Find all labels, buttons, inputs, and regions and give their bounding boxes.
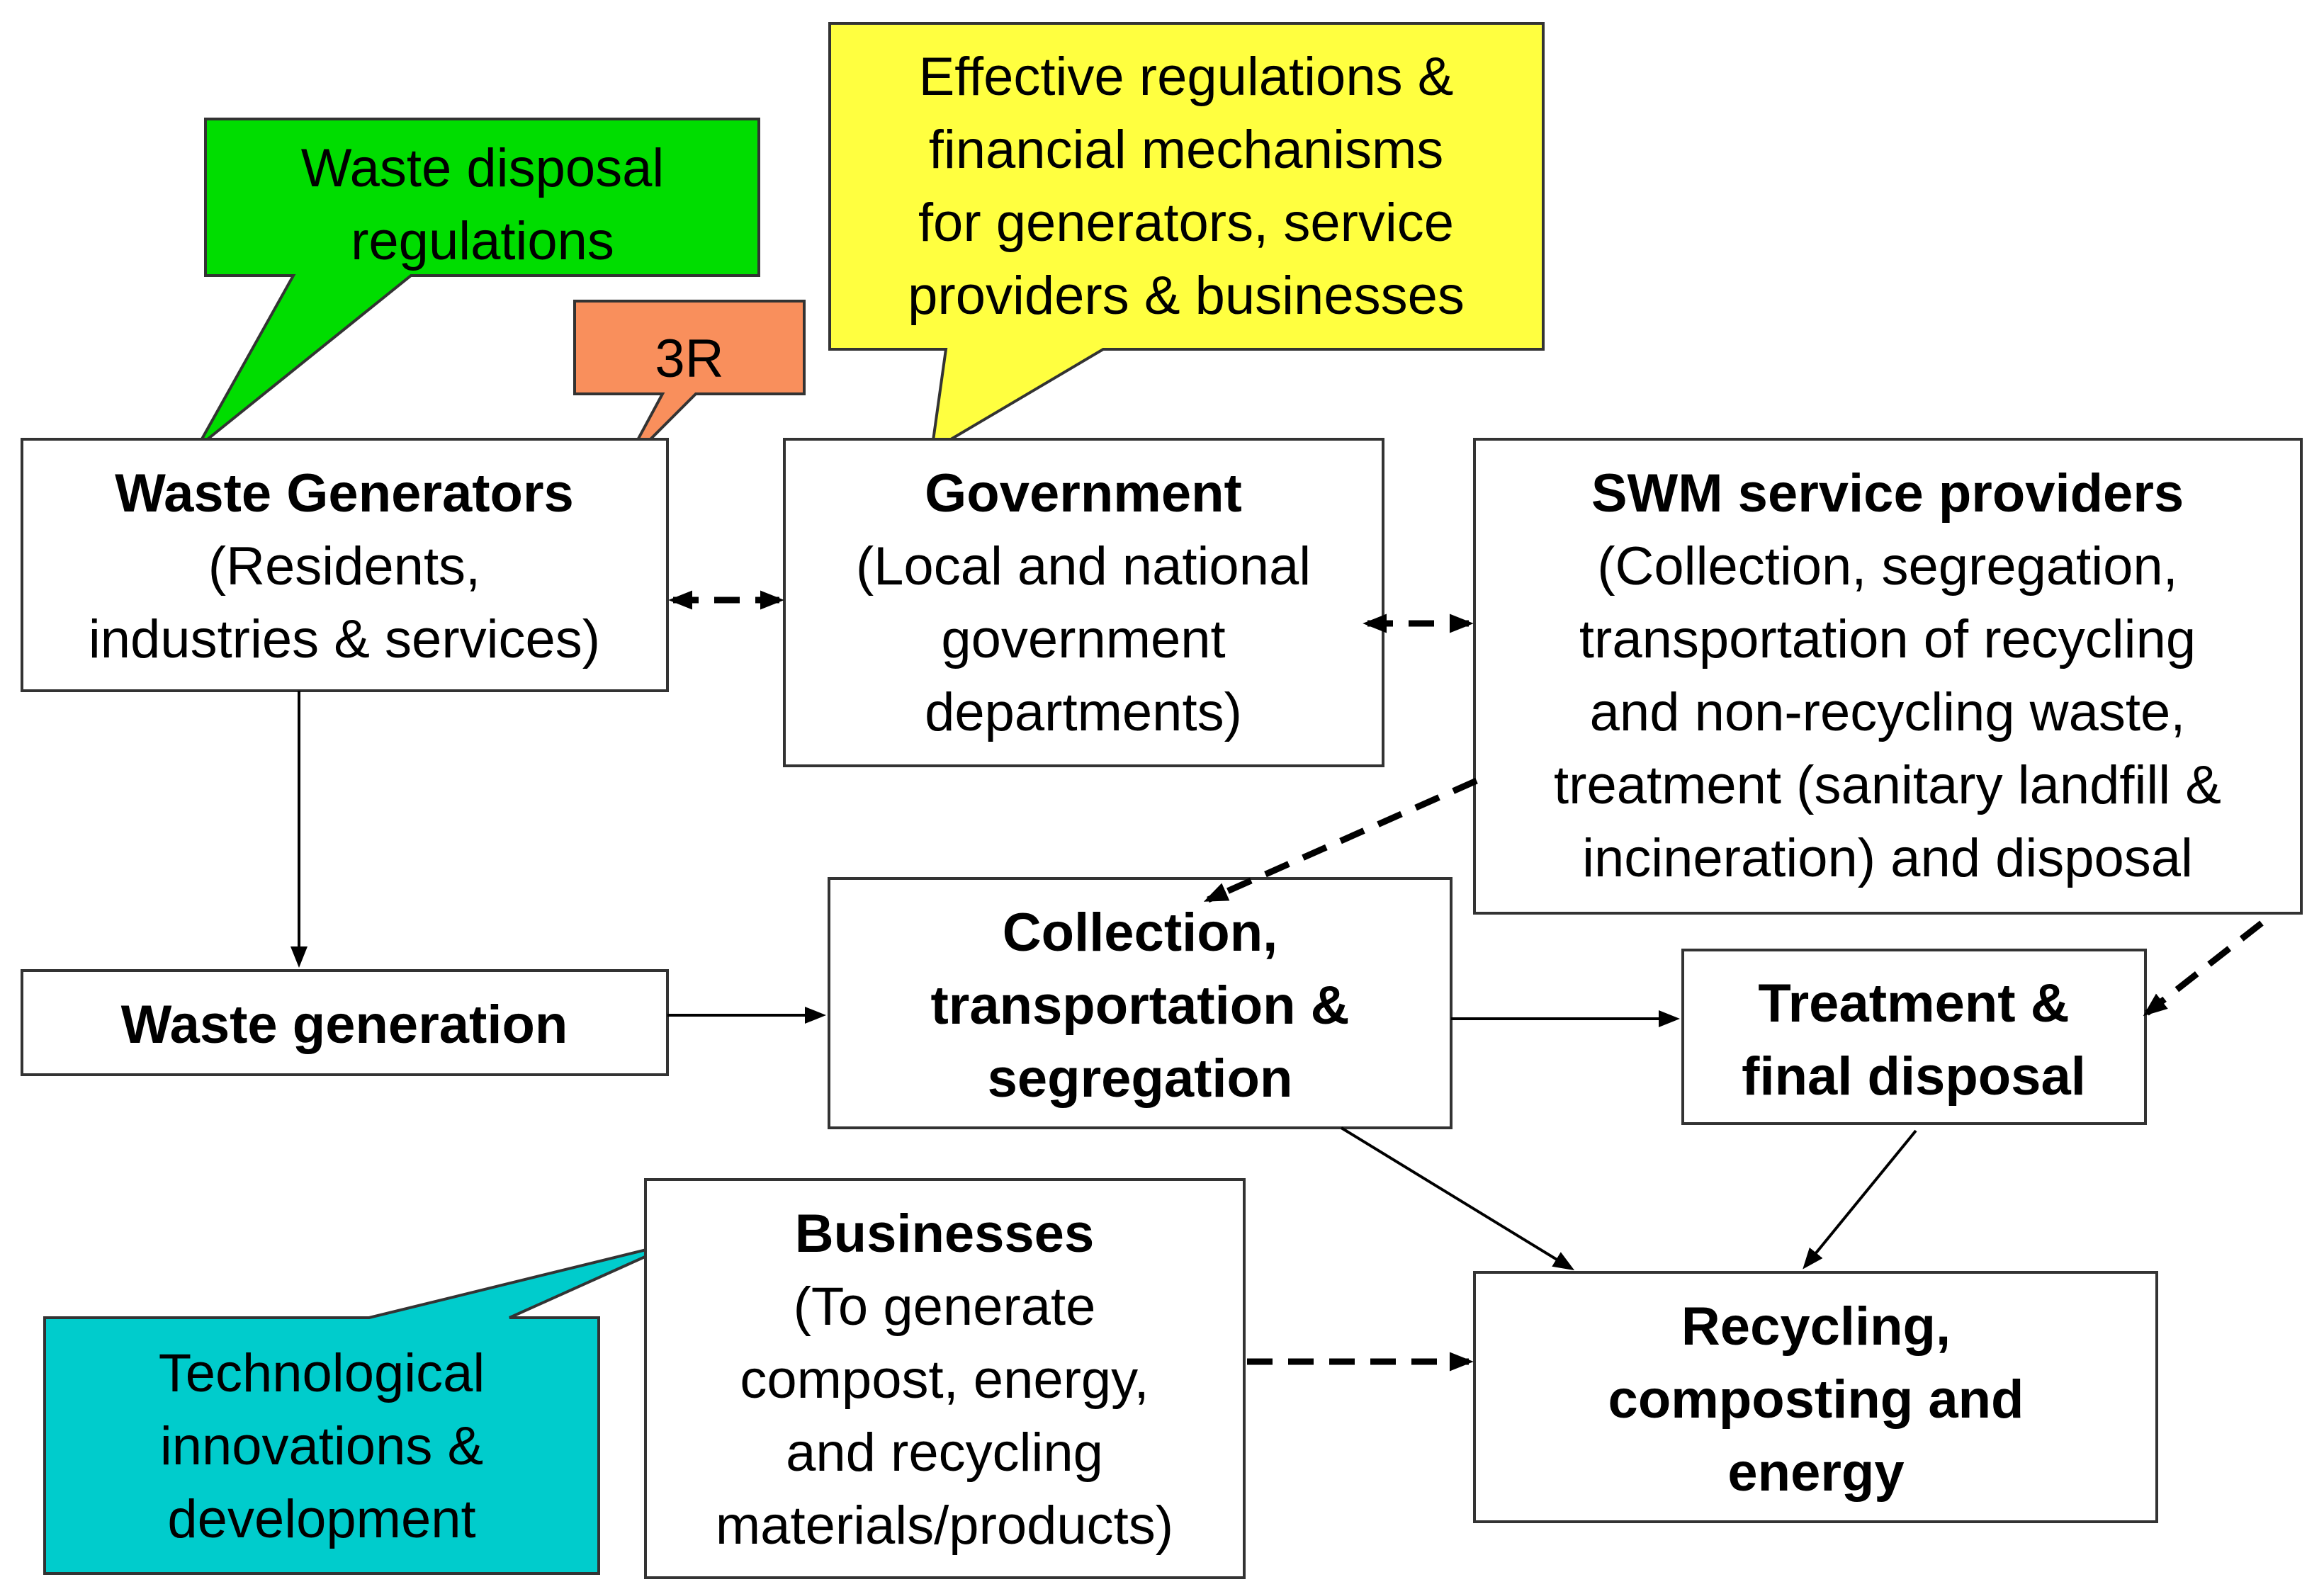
waste-generators-box: Waste Generators (Residents, industries … xyxy=(21,438,669,692)
recycling-composting-box: Recycling, composting and energy xyxy=(1473,1271,2158,1523)
callout-text-line: innovations & xyxy=(160,1416,483,1476)
box-frame xyxy=(783,438,1384,767)
callout-text-line: Waste disposal xyxy=(301,138,665,198)
box-frame xyxy=(644,1178,1246,1579)
box-text-line: government xyxy=(941,609,1225,669)
box-title: Waste Generators xyxy=(115,463,574,524)
box-title-line: segregation xyxy=(988,1048,1293,1109)
collection-transportation-box: Collection, transportation & segregation xyxy=(828,877,1452,1129)
box-frame xyxy=(1473,438,2303,915)
arrow-collection-to-recycling xyxy=(1340,1126,1575,1271)
callout-orange-shape xyxy=(573,300,806,468)
callout-cyan-shape xyxy=(43,1240,679,1575)
box-text-line: industries & services) xyxy=(89,609,600,669)
box-title-line: Collection, xyxy=(1003,903,1277,963)
callout-text-line: financial mechanisms xyxy=(929,120,1444,180)
box-text-line: (To generate xyxy=(794,1277,1096,1337)
waste-generation-box: Waste generation xyxy=(21,969,669,1076)
box-text-line: treatment (sanitary landfill & xyxy=(1554,755,2221,815)
callout-text-line: regulations xyxy=(351,211,614,271)
callout-text-line: Effective regulations & xyxy=(919,47,1454,107)
effective-regulations-callout: Effective regulations & financial mechan… xyxy=(828,22,1545,453)
box-title: Government xyxy=(925,463,1242,524)
box-frame xyxy=(828,877,1452,1129)
callout-text-line: Technological xyxy=(159,1343,485,1403)
box-text-line: (Local and national xyxy=(856,536,1311,597)
box-title-line: energy xyxy=(1727,1442,1904,1503)
box-text-line: departments) xyxy=(925,682,1242,742)
box-title-line: Recycling, xyxy=(1681,1296,1951,1357)
box-text-line: materials/products) xyxy=(716,1496,1173,1556)
callout-text-line: providers & businesses xyxy=(908,266,1465,326)
box-title-line: transportation & xyxy=(930,976,1349,1036)
box-frame xyxy=(1473,1271,2158,1523)
callout-text-line: development xyxy=(167,1489,475,1549)
box-frame xyxy=(21,969,669,1076)
box-title-line: Treatment & xyxy=(1758,973,2069,1034)
box-title-line: composting and xyxy=(1608,1369,2024,1430)
three-r-callout: 3R xyxy=(573,300,806,468)
box-title: Waste generation xyxy=(121,995,568,1055)
box-text-line: incineration) and disposal xyxy=(1582,828,2193,888)
box-frame xyxy=(21,438,669,692)
box-title: SWM service providers xyxy=(1591,463,2184,524)
callout-text-line: 3R xyxy=(655,329,723,389)
box-text-line: (Residents, xyxy=(208,536,480,597)
technological-innovations-callout: Technological innovations & development xyxy=(43,1240,679,1575)
swm-service-providers-box: SWM service providers (Collection, segre… xyxy=(1473,438,2303,915)
box-frame xyxy=(1681,949,2147,1125)
dashed-arrow-swm-to-collection xyxy=(1203,777,1478,903)
arrow-treatment-to-recycling xyxy=(1803,1129,1917,1270)
callout-yellow-shape xyxy=(828,22,1545,453)
box-title: Businesses xyxy=(795,1204,1094,1264)
box-text-line: transportation of recycling xyxy=(1579,609,2196,669)
businesses-box: Businesses (To generate compost, energy,… xyxy=(644,1178,1246,1579)
box-title-line: final disposal xyxy=(1742,1046,2086,1107)
callout-text-line: for generators, service xyxy=(918,193,1454,253)
government-box: Government (Local and national governmen… xyxy=(783,438,1384,767)
box-text-line: and non-recycling waste, xyxy=(1590,682,2186,742)
dashed-arrow-swm-to-treatment xyxy=(2143,920,2264,1017)
waste-disposal-regulations-callout: Waste disposal regulations xyxy=(196,118,760,449)
callout-green-shape xyxy=(196,118,760,449)
treatment-disposal-box: Treatment & final disposal xyxy=(1681,949,2147,1125)
box-text-line: compost, energy, xyxy=(740,1350,1149,1410)
box-text-line: (Collection, segregation, xyxy=(1597,536,2178,597)
box-text-line: and recycling xyxy=(786,1423,1103,1483)
